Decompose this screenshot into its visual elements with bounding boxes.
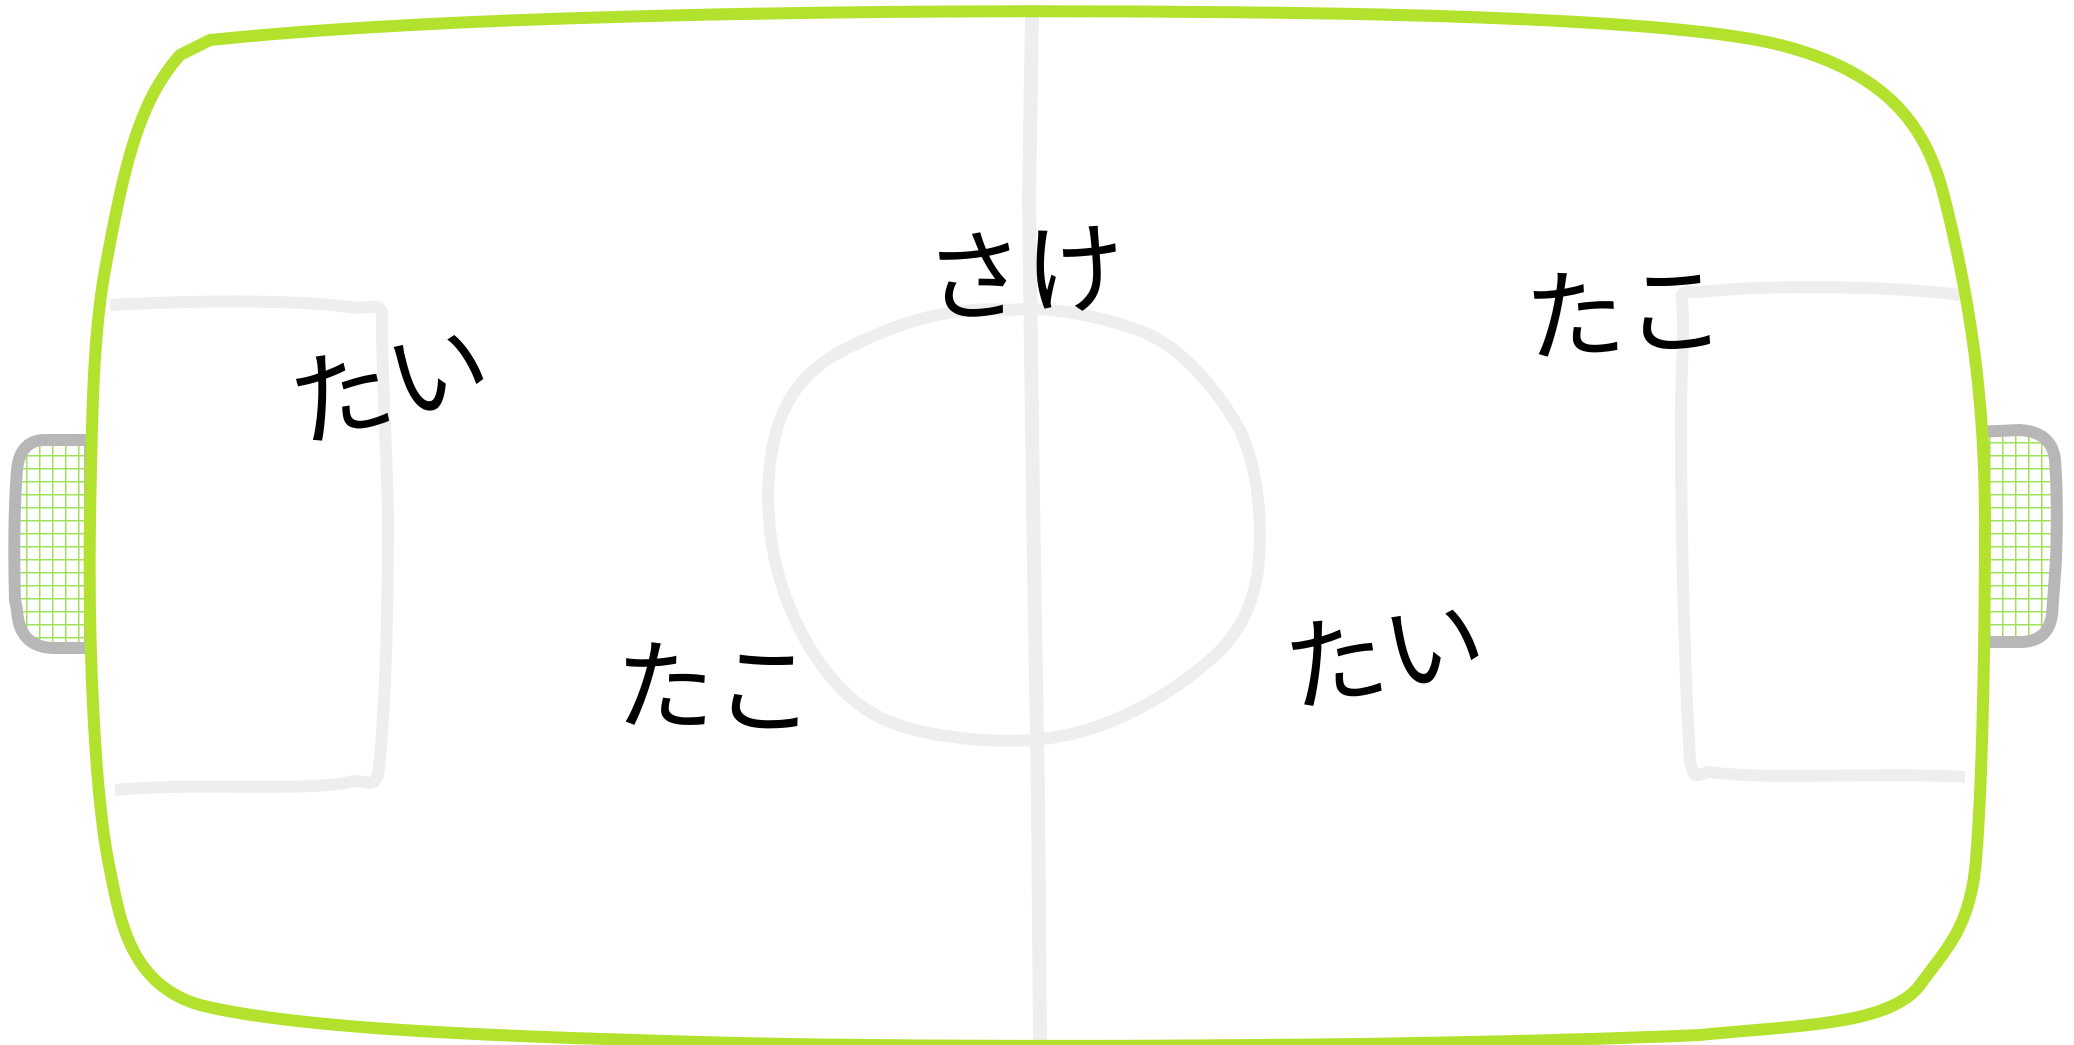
word-tako-right[interactable]: たこ [1523,260,1728,370]
word-sake-top[interactable]: さけ [922,218,1128,332]
left-goal [14,440,90,648]
word-tako-left[interactable]: たこ [613,637,816,744]
